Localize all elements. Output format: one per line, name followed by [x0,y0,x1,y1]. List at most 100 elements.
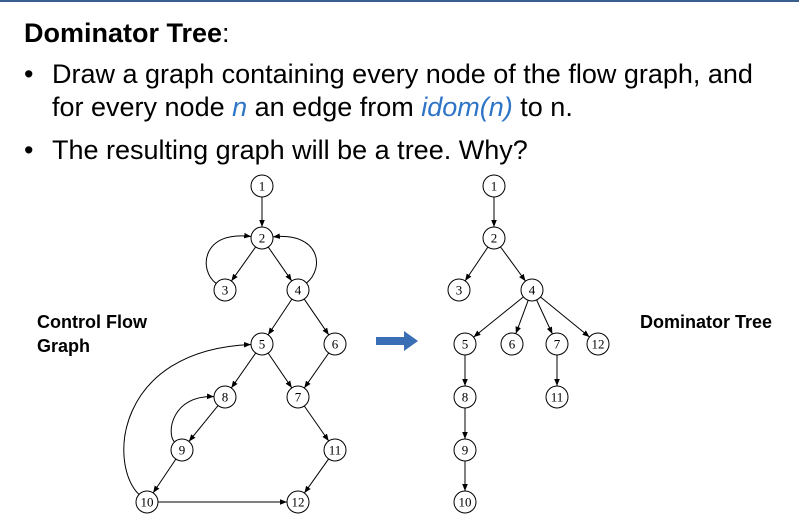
cfg-node-circle [250,174,274,198]
cfg-edge-7-to-11 [303,405,330,442]
dom-node-circle [482,226,506,250]
title-colon: : [222,18,230,48]
cfg-node-label: 12 [292,495,305,510]
dom-edge-4-to-7 [536,299,553,335]
cfg-edge-5-to-8 [230,352,257,389]
dom-node-label: 11 [551,390,564,405]
cfg-node-6: 6 [323,332,347,356]
cfg-node-label: 3 [222,283,229,298]
dom-node-circle [545,332,569,356]
dom-node-label: 9 [462,443,469,458]
transform-arrow-icon [376,331,418,351]
bullet-1-text-d: to n. [512,92,573,122]
cfg-node-label: 9 [179,443,186,458]
dom-node-11: 11 [545,385,569,409]
cfg-node-3: 3 [213,278,237,302]
dom-node-label: 12 [592,337,605,352]
dom-node-circle [520,278,544,302]
cfg-node-circle [286,385,310,409]
cfg-node-11: 11 [323,438,347,462]
cfg-node-label: 11 [329,443,342,458]
cfg-node-label: 4 [295,283,302,298]
dom-node-8: 8 [453,385,477,409]
cfg-node-8: 8 [213,385,237,409]
dom-node-circle [453,490,477,514]
dom-node-label: 4 [529,283,536,298]
cfg-node-label: 8 [222,390,229,405]
title-bold-text: Dominator Tree [24,18,223,48]
cfg-edge-8-to-9 [188,405,219,442]
dom-node-circle [545,385,569,409]
cfg-node-4: 4 [286,278,310,302]
dom-node-circle [500,332,524,356]
cfg-node-circle [213,385,237,409]
cfg-node-circle [250,226,274,250]
dom-tree-label: Dominator Tree [640,312,773,332]
dom-node-6: 6 [500,332,524,356]
cfg-node-circle [286,490,310,514]
cfg-edge-4-to-6 [303,298,330,336]
cfg-node-2: 2 [250,226,274,250]
dom-node-label: 5 [462,337,469,352]
cfg-node-circle [286,278,310,302]
bullet-1-line-1: Draw a graph containing every node of th… [52,59,753,89]
dom-node-circle [453,385,477,409]
dom-node-label: 2 [491,231,498,246]
dom-node-label: 6 [509,337,516,352]
cfg-node-circle [323,332,347,356]
dom-node-1: 1 [482,174,506,198]
cfg-edge-6-to-7 [303,352,330,389]
dom-node-circle [453,332,477,356]
bullet-dot-2: • [24,135,34,165]
bullet-1-idom: idom(n) [421,92,513,122]
dom-edge-4-to-12 [540,296,590,338]
cfg-edge-2-to-3 [230,246,257,282]
cfg-edge-5-to-7 [267,352,293,389]
bullet-2: •The resulting graph will be a tree. Why… [24,134,528,167]
cfg-node-circle [250,332,274,356]
dom-node-label: 8 [462,390,469,405]
dom-node-10: 10 [453,490,477,514]
cfg-edge-4-to-2 [272,233,317,284]
cfg-edge-9-to-10 [152,458,177,494]
dom-node-2: 2 [482,226,506,250]
dom-node-4: 4 [520,278,544,302]
top-rule [0,0,799,2]
dom-tree-edges [462,197,590,491]
dom-node-circle [482,174,506,198]
cfg-node-label: 5 [259,337,266,352]
dom-node-9: 9 [453,438,477,462]
cfg-edge-4-to-5 [267,298,293,336]
bullet-1-line-2: for every node n an edge from idom(n) to… [24,91,753,124]
cfg-edge-11-to-12 [303,458,330,494]
cfg-edge-2-to-4 [267,246,293,282]
bullet-1-n: n [232,92,248,122]
cfg-node-label: 6 [332,337,339,352]
cfg-node-circle [170,438,194,462]
dom-node-label: 1 [491,179,498,194]
dom-edge-4-to-5 [473,296,524,338]
dom-edge-2-to-4 [500,246,526,282]
bullet-1: • Draw a graph containing every node of t… [24,58,753,124]
cfg-node-label: 7 [295,390,302,405]
dom-node-3: 3 [447,278,471,302]
cfg-node-1: 1 [250,174,274,198]
dom-edge-2-to-3 [464,246,489,282]
dom-node-label: 7 [554,337,561,352]
cfg-node-circle [135,490,159,514]
dom-node-circle [453,438,477,462]
bullet-dot-1: • [24,59,34,89]
cfg-node-12: 12 [286,490,310,514]
cfg-label-line-2: Graph [37,336,91,356]
bullet-1-text-b: for every node [52,92,233,122]
cfg-node-9: 9 [170,438,194,462]
cfg-label: Control Flow Graph [37,310,147,358]
cfg-edge-9-to-8 [170,393,215,443]
cfg-edge-3-to-2 [205,232,252,284]
dom-node-label: 10 [459,495,472,510]
cfg-node-label: 2 [259,231,266,246]
cfg-node-label: 1 [259,179,266,194]
dom-node-7: 7 [545,332,569,356]
